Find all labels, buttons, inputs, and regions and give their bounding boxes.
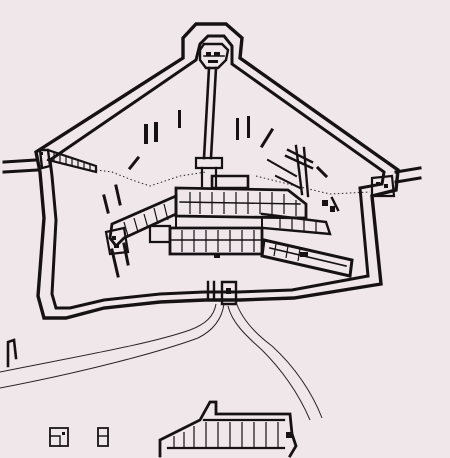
west-postern (2, 148, 98, 174)
inset-plan-right (97, 427, 109, 447)
north-bastion (198, 42, 230, 70)
central-barracks (104, 156, 354, 278)
dotted-path-west (95, 169, 207, 187)
northeast-cross-structure (266, 144, 314, 198)
traverses (102, 110, 340, 278)
south-casemate-detail (158, 400, 298, 458)
east-postern (370, 166, 422, 198)
dotted-path-east (255, 175, 371, 195)
approach-roads (0, 301, 323, 421)
outer-curtain-wall (34, 22, 400, 320)
south-gate (206, 280, 238, 306)
inset-plan-left (49, 427, 69, 447)
west-outwork-fragment (6, 338, 18, 368)
north-corridor (202, 66, 218, 160)
